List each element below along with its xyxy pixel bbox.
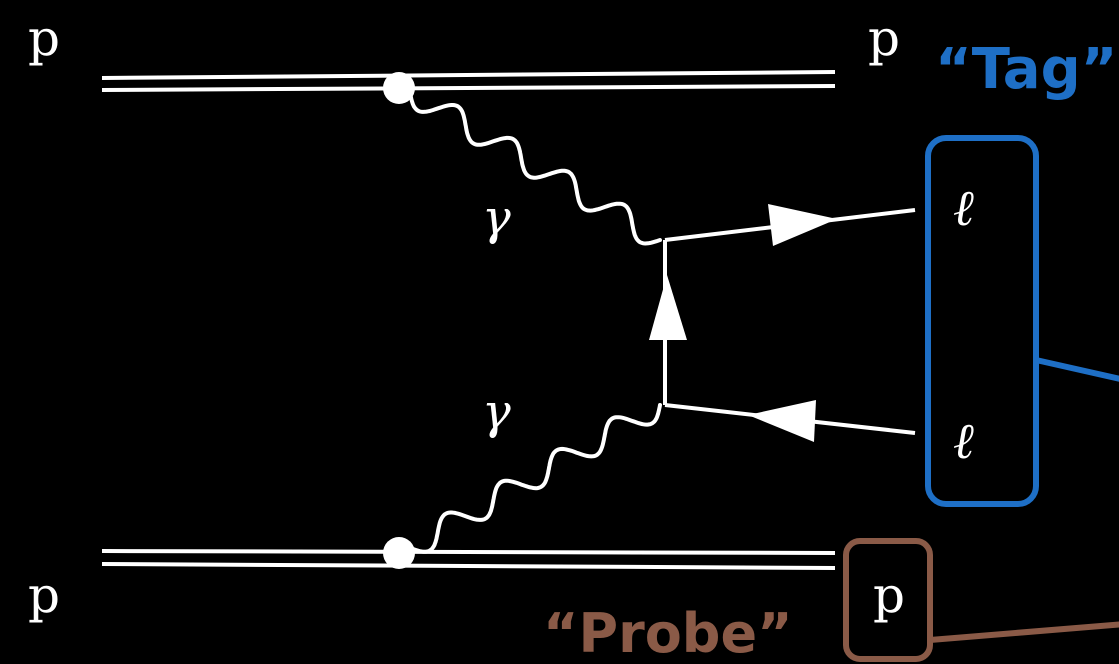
tag-connector xyxy=(1035,357,1119,382)
top-vertex xyxy=(383,72,415,104)
probe-connector xyxy=(929,621,1119,643)
top-proton-line xyxy=(101,70,836,92)
photon-top-line xyxy=(408,90,662,246)
lepton-top-line xyxy=(664,204,916,246)
incoming-proton-bottom-label: p xyxy=(28,566,60,624)
photon-bottom-label: γ xyxy=(482,384,511,440)
lepton-propagator xyxy=(649,240,687,405)
photon-top-label: γ xyxy=(482,190,511,246)
incoming-proton-top-label: p xyxy=(28,9,60,67)
outgoing-proton-top-label: p xyxy=(868,9,900,67)
tag-box xyxy=(925,135,1039,507)
lepton-bottom-label: ℓ xyxy=(953,412,974,470)
lepton-bottom-line xyxy=(664,400,916,442)
probe-label: “Probe” xyxy=(543,602,793,664)
lepton-top-label: ℓ xyxy=(953,179,974,237)
bottom-proton-line xyxy=(101,549,836,570)
photon-bottom-line xyxy=(408,403,662,554)
outgoing-proton-bottom-label: p xyxy=(873,566,905,624)
tag-label: “Tag” xyxy=(935,37,1117,102)
probe-box xyxy=(843,538,933,662)
bottom-vertex xyxy=(383,537,415,569)
